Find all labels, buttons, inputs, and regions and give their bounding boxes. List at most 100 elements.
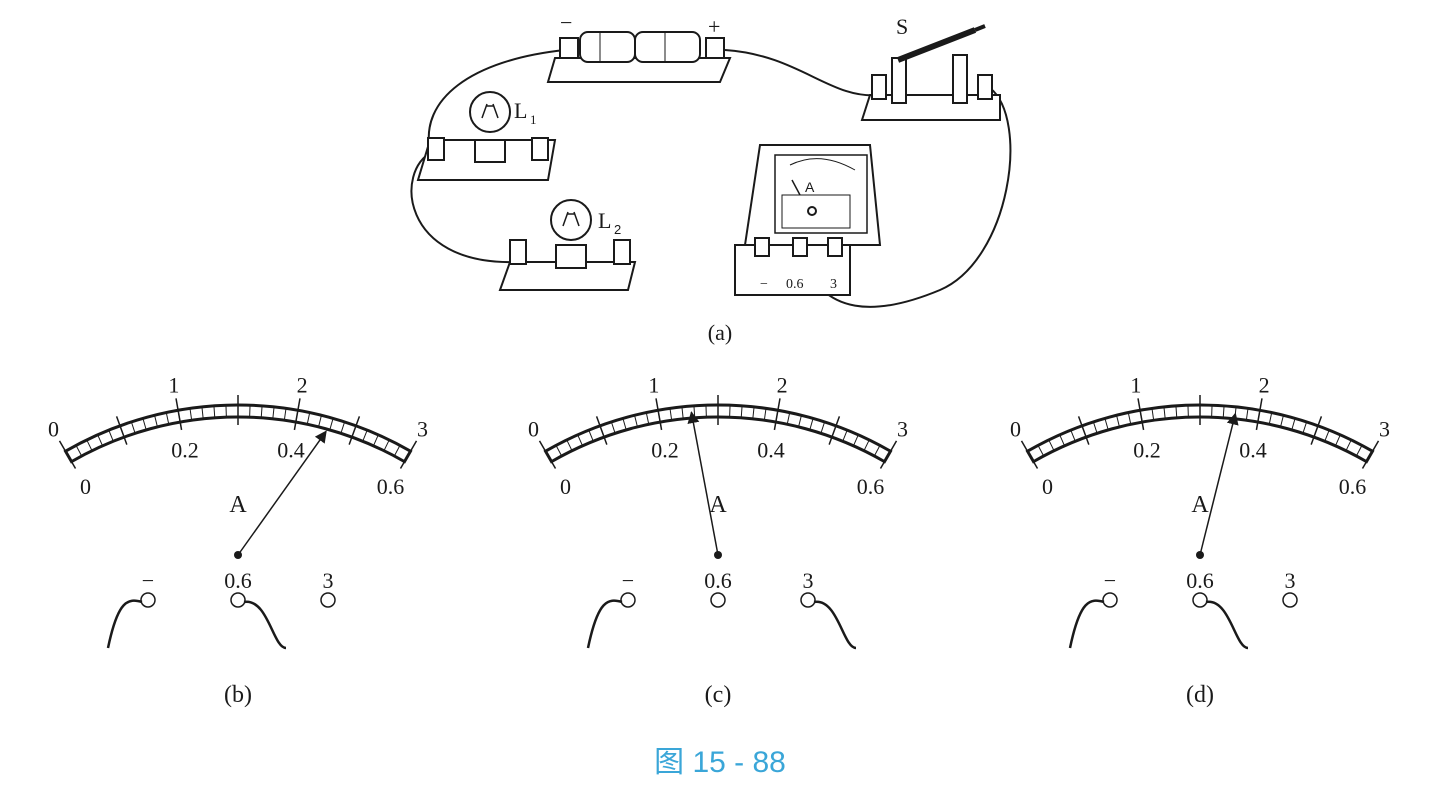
terminal-label: 3 (323, 568, 334, 593)
minor-tick (1037, 445, 1045, 457)
major-tick (58, 440, 77, 469)
scale-label-inner: 0 (1042, 474, 1053, 499)
minor-tick (340, 421, 346, 434)
meter-caption: (d) (1186, 682, 1214, 708)
major-tick (1255, 398, 1263, 431)
battery-minus-label: − (560, 10, 572, 35)
unit-label: A (1191, 492, 1209, 518)
terminal-post (710, 592, 726, 608)
terminal-post (1282, 592, 1298, 608)
minor-tick (645, 412, 650, 425)
major-tick (1020, 440, 1039, 469)
major-tick (879, 440, 898, 469)
ammeter-terminal-3: 3 (830, 277, 837, 292)
minor-tick (1268, 412, 1273, 425)
scale-label-outer: 3 (417, 416, 428, 441)
meter-wire (586, 599, 623, 649)
pointer-needle (687, 411, 719, 556)
switch (860, 24, 1001, 121)
scale-label-outer: 1 (168, 373, 179, 398)
minor-tick (1151, 408, 1155, 421)
minor-tick (272, 406, 275, 419)
unit-label: A (229, 492, 247, 518)
battery (546, 31, 732, 83)
minor-tick (681, 406, 684, 419)
minor-tick (75, 445, 83, 457)
ammeter-terminal-06: 0.6 (786, 277, 804, 292)
scale-label-inner: 0.4 (757, 438, 785, 463)
minor-tick (283, 408, 287, 421)
terminal-label: 0.6 (704, 568, 732, 593)
minor-tick (842, 429, 848, 442)
scale-label-inner: 0.6 (857, 474, 885, 499)
minor-tick (165, 412, 170, 425)
terminal-label: 0.6 (224, 568, 252, 593)
minor-tick (372, 434, 379, 446)
major-tick (538, 440, 557, 469)
minor-tick (1280, 415, 1284, 428)
meter-wire (243, 600, 287, 650)
terminal-post (800, 592, 816, 608)
minor-tick (1291, 418, 1296, 431)
major-tick (595, 416, 608, 445)
lamp2-label: L (598, 208, 611, 233)
minor-tick (763, 408, 767, 421)
major-tick (773, 398, 781, 431)
scale-label-outer: 0 (48, 416, 59, 441)
battery-plus-label: + (708, 14, 720, 39)
minor-tick (1324, 429, 1330, 442)
scale-label-inner: 0.2 (651, 438, 679, 463)
terminal-post (230, 592, 246, 608)
scale-label-inner: 0 (80, 474, 91, 499)
meter-wire (106, 599, 143, 649)
scale-label-inner: 0.4 (277, 438, 305, 463)
scale-label-outer: 2 (1259, 373, 1270, 398)
minor-tick (566, 439, 573, 451)
switch-label: S (896, 14, 908, 39)
minor-tick (786, 412, 791, 425)
minor-tick (1104, 418, 1109, 431)
scale-label-inner: 0.6 (1339, 474, 1367, 499)
minor-tick (260, 405, 263, 418)
minor-tick (1048, 439, 1055, 451)
minor-tick (383, 439, 390, 451)
minor-tick (142, 418, 147, 431)
ammeter-device (734, 144, 882, 296)
minor-tick (1127, 412, 1132, 425)
wire-lamp1-to-lamp2 (410, 151, 516, 264)
minor-tick (740, 405, 743, 418)
minor-tick (1116, 415, 1120, 428)
minor-tick (588, 429, 594, 442)
minor-tick (1334, 434, 1341, 446)
major-tick (115, 416, 128, 445)
minor-tick (622, 418, 627, 431)
minor-tick (108, 429, 114, 442)
meter-caption: (c) (705, 682, 732, 708)
minor-tick (610, 421, 616, 434)
terminal-post (140, 592, 156, 608)
wire-battery-to-switch (724, 49, 881, 97)
meter-wire (1205, 600, 1249, 650)
caption-a: (a) (708, 320, 732, 345)
scale-label-outer: 3 (1379, 416, 1390, 441)
terminal-label: 3 (1285, 568, 1296, 593)
wire-switch-to-ammeter (799, 87, 1012, 308)
minor-tick (1222, 405, 1225, 418)
minor-tick (393, 445, 401, 457)
terminal-label: − (142, 568, 154, 593)
unit-label: A (709, 492, 727, 518)
major-tick (348, 416, 361, 445)
meter-wire (1068, 599, 1105, 649)
pointer-needle (237, 430, 327, 556)
pointer-needle (1199, 412, 1239, 556)
lamp1-subscript: 1 (530, 112, 537, 127)
minor-tick (809, 418, 814, 431)
circuit-diagram (410, 24, 1012, 308)
minor-tick (1070, 429, 1076, 442)
minor-tick (752, 406, 755, 419)
minor-tick (577, 434, 584, 446)
